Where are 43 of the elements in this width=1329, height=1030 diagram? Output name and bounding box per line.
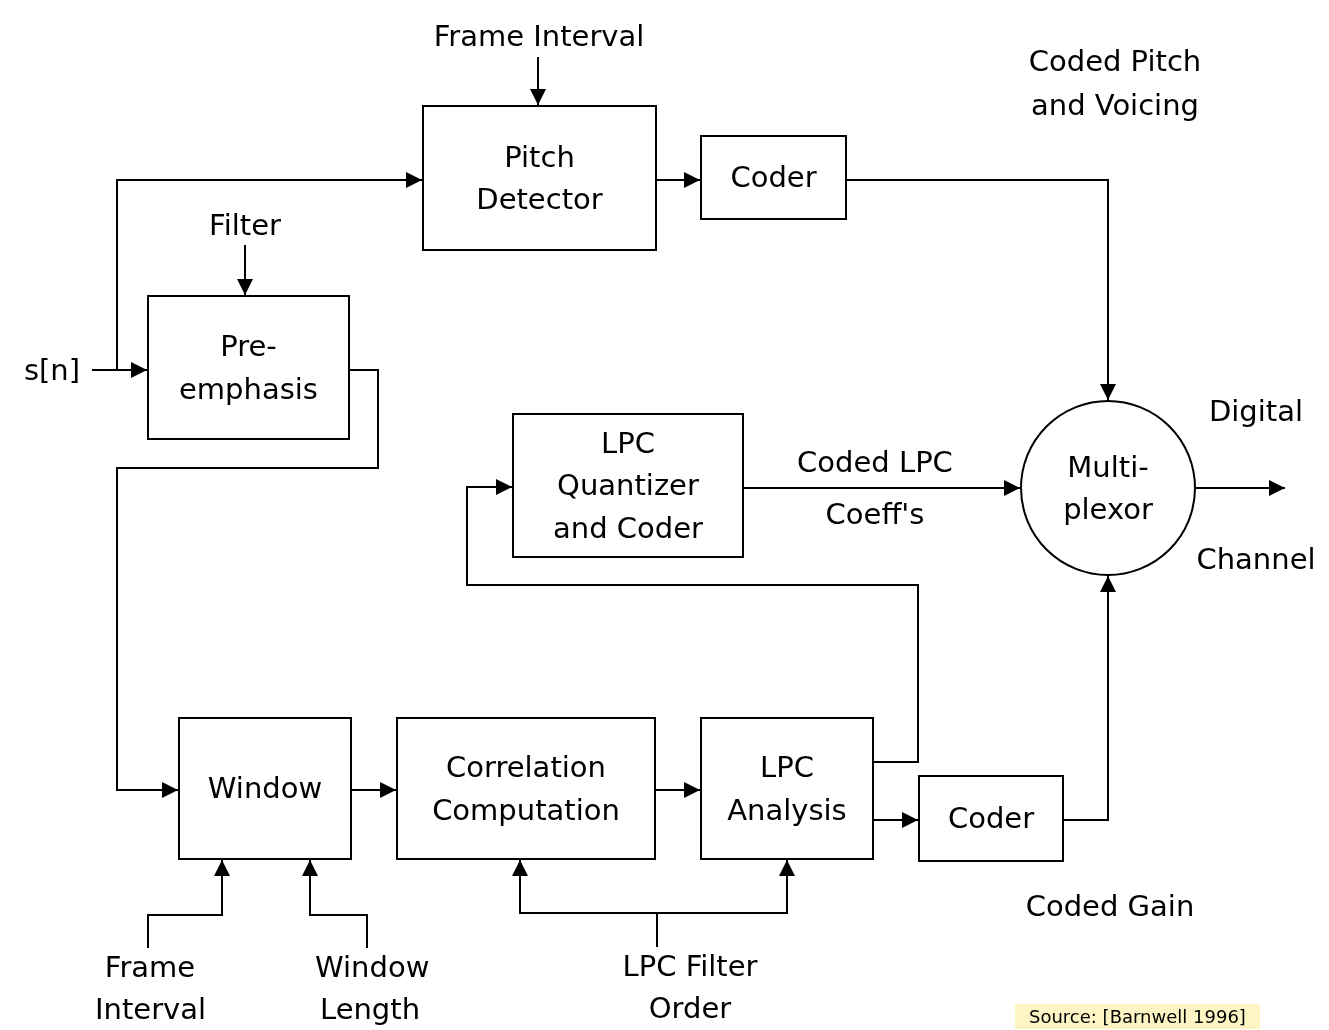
- block-label: Pre- emphasis: [178, 328, 319, 408]
- arrow: [1063, 575, 1116, 821]
- process-box: [512, 413, 744, 558]
- arrow: [655, 782, 701, 798]
- block-label: Coder: [947, 800, 1035, 838]
- input-label: Frame Interval: [432, 18, 646, 55]
- arrow: [302, 859, 368, 949]
- block-label: LPC Quantizer and Coder: [552, 425, 704, 547]
- input-label: Filter: [209, 207, 281, 244]
- arrow: [466, 479, 919, 763]
- arrow: [91, 172, 423, 371]
- block-label: Window: [207, 770, 323, 808]
- block-label: Correlation Computation: [431, 749, 621, 829]
- source-note: Source: [Barnwell 1996]: [1015, 1004, 1260, 1029]
- input-label: Frame Interval: [95, 948, 205, 1028]
- process-box: [700, 135, 847, 220]
- process-box: [178, 717, 352, 860]
- arrow: [743, 480, 1021, 496]
- input-label: s[n]: [23, 352, 81, 389]
- process-box: [147, 295, 350, 440]
- block-label: Coder: [730, 159, 817, 197]
- process-box: [700, 717, 874, 860]
- arrow: [530, 56, 546, 106]
- edge-label: Coded LPC Coeff's: [796, 444, 954, 534]
- block-label: Pitch Detector: [475, 138, 604, 218]
- arrow: [351, 782, 397, 798]
- arrow: [873, 812, 919, 828]
- process-box: [396, 717, 656, 860]
- edge-label: Coded Gain: [1024, 888, 1196, 925]
- arrow: [656, 172, 701, 188]
- arrow: [237, 244, 253, 296]
- arrow: [656, 859, 795, 948]
- arrow: [1195, 480, 1286, 496]
- input-label: LPC Filter Order: [621, 947, 759, 1027]
- edge-label: Digital Channel: [1195, 393, 1317, 578]
- arrow: [147, 859, 230, 949]
- process-box: [422, 105, 657, 251]
- block-label: Multi- plexor: [1062, 448, 1154, 528]
- process-box: [918, 775, 1064, 862]
- arrow: [846, 179, 1116, 401]
- arrow: [116, 369, 379, 798]
- edge-label: Coded Pitch and Voicing: [1027, 43, 1203, 124]
- block-label: LPC Analysis: [726, 749, 848, 829]
